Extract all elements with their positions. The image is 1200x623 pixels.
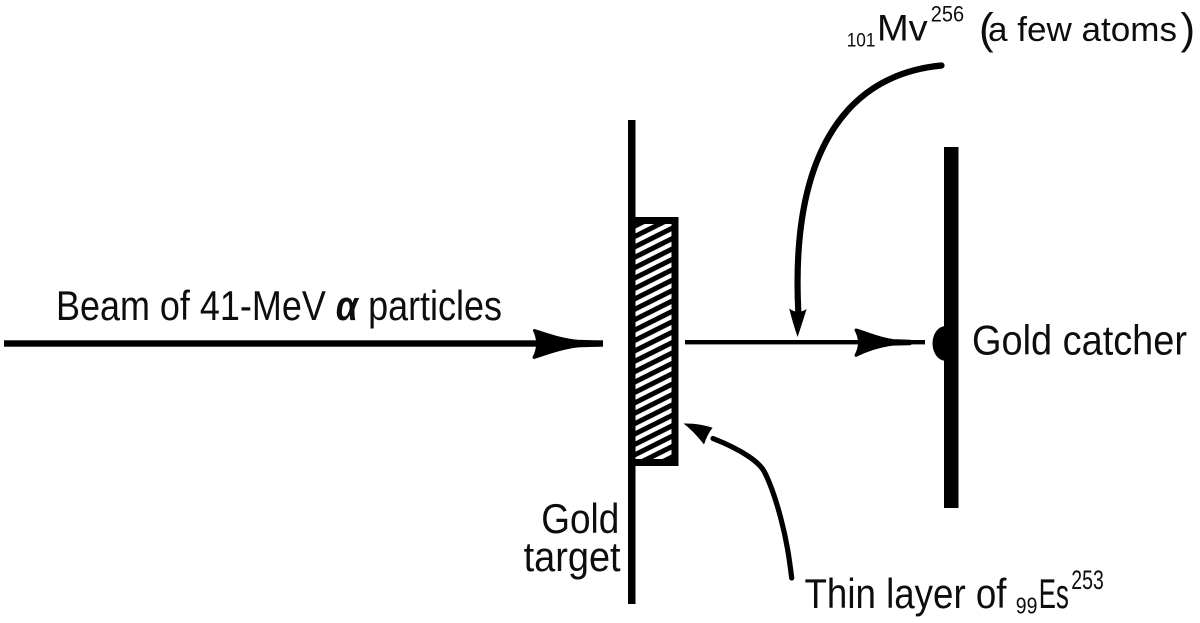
svg-text:Thin layer of: Thin layer of xyxy=(805,570,1007,617)
svg-text:target: target xyxy=(524,533,621,580)
svg-text:a few atoms: a few atoms xyxy=(988,11,1177,49)
svg-text:101: 101 xyxy=(847,31,876,52)
svg-text:): ) xyxy=(1181,5,1196,54)
svg-text:Es: Es xyxy=(1039,570,1069,617)
svg-text:253: 253 xyxy=(1071,565,1104,595)
svg-text:Mv: Mv xyxy=(877,8,928,49)
svg-text:Beam of 41-MeV α particles: Beam of 41-MeV α particles xyxy=(56,282,502,329)
svg-text:Gold catcher: Gold catcher xyxy=(972,316,1187,363)
svg-text:99: 99 xyxy=(1016,593,1038,619)
svg-text:Gold: Gold xyxy=(541,495,619,542)
svg-text:256: 256 xyxy=(931,2,964,27)
svg-text:(: ( xyxy=(979,5,994,54)
